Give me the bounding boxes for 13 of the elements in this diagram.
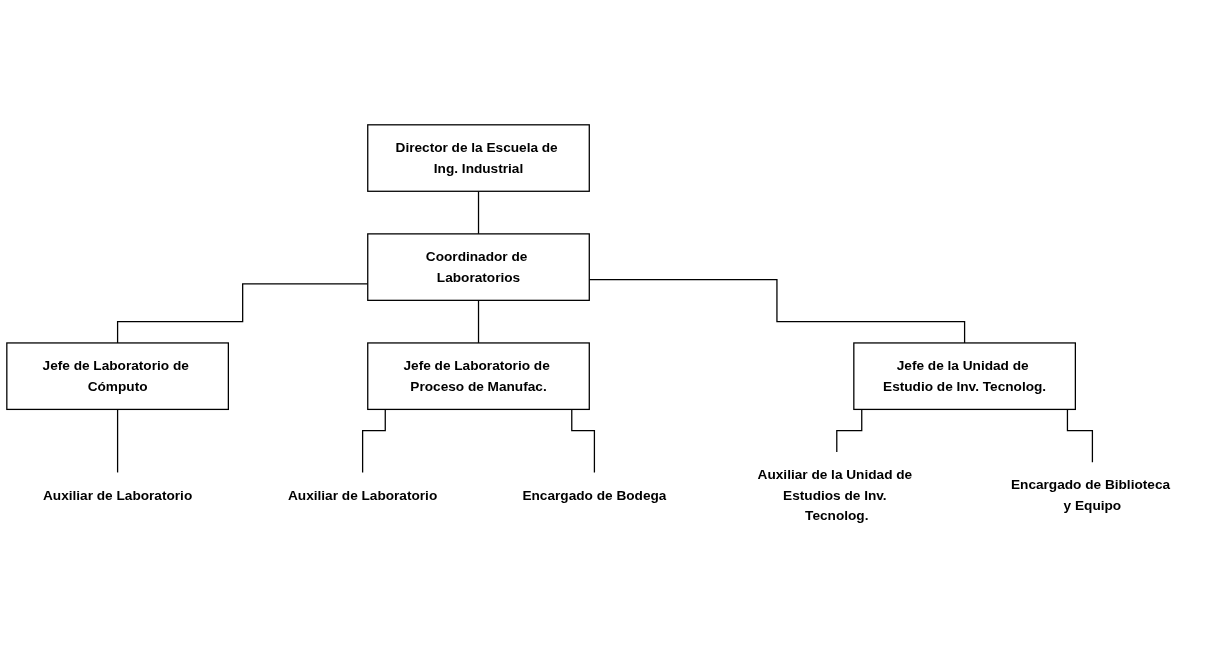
node-box: Jefe de la Unidad de Estudio de Inv. Tecnolog. bbox=[853, 341, 1076, 410]
node-box: Director de la Escuela de Ing. Industrial bbox=[367, 123, 590, 192]
connector bbox=[116, 408, 119, 473]
node-box: Coordinador de Laboratorios bbox=[367, 232, 590, 301]
node-text: Auxiliar de la Unidad de Estudios de Inv. Tecnolog. bbox=[757, 466, 913, 523]
node-text: Encargado de Biblioteca y Equipo bbox=[1010, 477, 1171, 513]
node-box: Jefe de Laboratorio de Cómputo bbox=[6, 341, 229, 410]
node-text: Auxiliar de Laboratorio bbox=[42, 487, 193, 502]
connector bbox=[477, 190, 480, 235]
connector bbox=[477, 299, 480, 344]
node-text: Auxiliar de Laboratorio bbox=[288, 487, 438, 502]
node-box: Jefe de Laboratorio de Proceso de Manufac. bbox=[367, 341, 590, 410]
node-text: Encargado de Bodega bbox=[522, 487, 667, 502]
